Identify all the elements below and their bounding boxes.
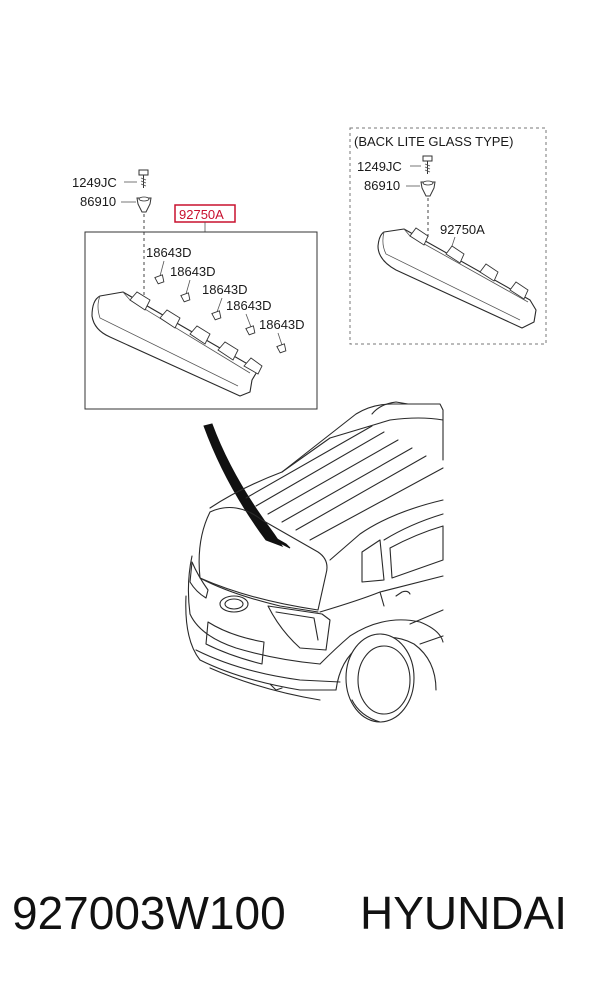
label-bulb-5: 18643D [259, 317, 305, 332]
bulb-icons [154, 260, 287, 354]
label-lamp-assembly: 92750A [179, 207, 224, 222]
main-parts-group: 1249JC 86910 92750A 18643D 18643D 18643D… [72, 169, 318, 410]
lamp-housing-main [91, 291, 263, 397]
inset-parts-group: (BACK LITE GLASS TYPE) 1249JC 86910 9275… [349, 127, 547, 345]
label-bulb-1: 18643D [146, 245, 192, 260]
inset-grommet-icon [420, 180, 436, 197]
vehicle-illustration [185, 401, 444, 723]
bolt-icon [138, 169, 149, 188]
label-bolt: 1249JC [72, 175, 117, 190]
main-frame [84, 231, 318, 410]
inset-bolt-icon [422, 155, 433, 174]
pointer-arrow [203, 423, 284, 548]
label-bulb-4: 18643D [226, 298, 272, 313]
part-number: 927003W100 [12, 887, 286, 939]
brand-name: HYUNDAI [360, 887, 568, 939]
label-bulb-2: 18643D [170, 264, 216, 279]
label-bulb-3: 18643D [202, 282, 248, 297]
inset-frame [349, 127, 547, 345]
inset-title: (BACK LITE GLASS TYPE) [354, 134, 513, 149]
inset-label-grommet: 86910 [364, 178, 400, 193]
inset-label-bolt: 1249JC [357, 159, 402, 174]
inset-label-lamp-assembly: 92750A [440, 222, 485, 237]
grommet-icon [136, 196, 152, 213]
lamp-housing-inset [377, 227, 537, 329]
footer: 927003W100 HYUNDAI [0, 868, 600, 958]
label-grommet: 86910 [80, 194, 116, 209]
